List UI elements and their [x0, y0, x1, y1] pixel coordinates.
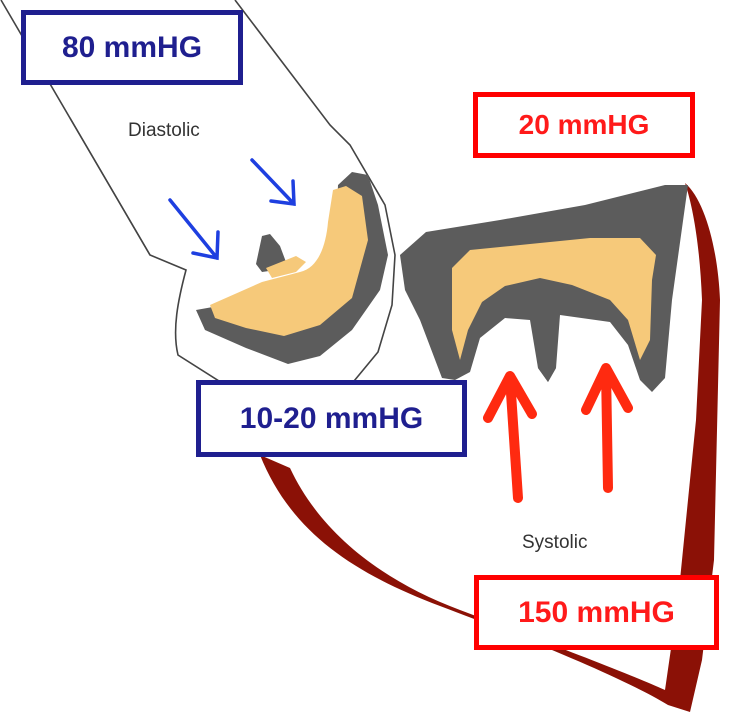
systolic-label: Systolic: [522, 532, 587, 554]
ventricular-diastolic-pressure-label: 10-20 mmHG: [196, 380, 467, 457]
aortic-pressure-label: 80 mmHG: [21, 10, 243, 85]
red-arrow-icon-1: [488, 376, 532, 498]
ventricular-systolic-pressure-label: 150 mmHG: [474, 575, 719, 650]
red-arrow-icon-2: [586, 368, 628, 488]
systolic-arrows: [488, 368, 628, 498]
diastolic-label: Diastolic: [128, 120, 200, 142]
atrial-pressure-label: 20 mmHG: [473, 92, 695, 158]
